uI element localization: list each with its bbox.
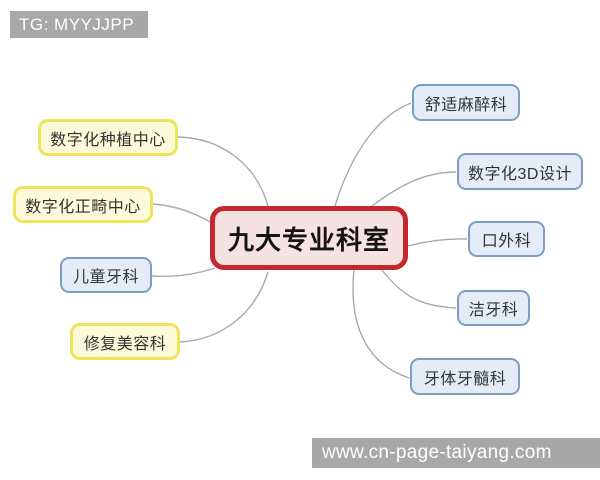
center-node-label: 九大专业科室 [227,224,390,255]
connector-digital-implant-center [177,136,269,207]
node-oral-surgery: 口外科 [468,221,545,257]
node-digital-implant-center: 数字化种植中心 [38,119,178,156]
node-label: 修复美容科 [83,335,167,353]
watermark-text: TG: MYYJJPP [19,14,135,34]
node-label: 口外科 [481,233,532,250]
node-endodontics: 牙体牙髓科 [410,358,520,395]
node-label: 舒适麻醉科 [424,96,508,114]
node-comfort-anesthesia: 舒适麻醉科 [412,84,520,121]
node-label: 数字化种植中心 [50,131,166,149]
watermark-top-left: TG: MYYJJPP [10,11,148,38]
connector-digital-ortho-center [152,203,213,224]
connector-children-dentistry [151,267,216,277]
node-label: 儿童牙科 [72,269,139,286]
node-teeth-cleaning: 洁牙科 [457,290,530,326]
watermark-bottom-right: www.cn-page-taiyang.com [312,438,600,468]
connector-teeth-cleaning [381,269,457,309]
node-children-dentistry: 儿童牙科 [60,257,152,293]
node-digital-ortho-center: 数字化正畸中心 [13,186,153,223]
connector-endodontics [352,269,410,379]
node-restoration-cosmetic: 修复美容科 [70,323,180,360]
center-node-nine-departments: 九大专业科室 [210,206,408,270]
node-label: 牙体牙髓科 [423,370,507,388]
connector-digital-3d-design [371,171,457,207]
node-label: 洁牙科 [468,302,519,319]
connector-comfort-anesthesia [334,102,412,207]
watermark-text: www.cn-page-taiyang.com [322,442,552,463]
connector-oral-surgery [407,238,468,247]
connector-restoration-cosmetic [179,271,269,343]
node-label: 数字化正畸中心 [25,198,141,216]
node-label: 数字化3D设计 [468,165,572,183]
node-digital-3d-design: 数字化3D设计 [457,153,583,190]
